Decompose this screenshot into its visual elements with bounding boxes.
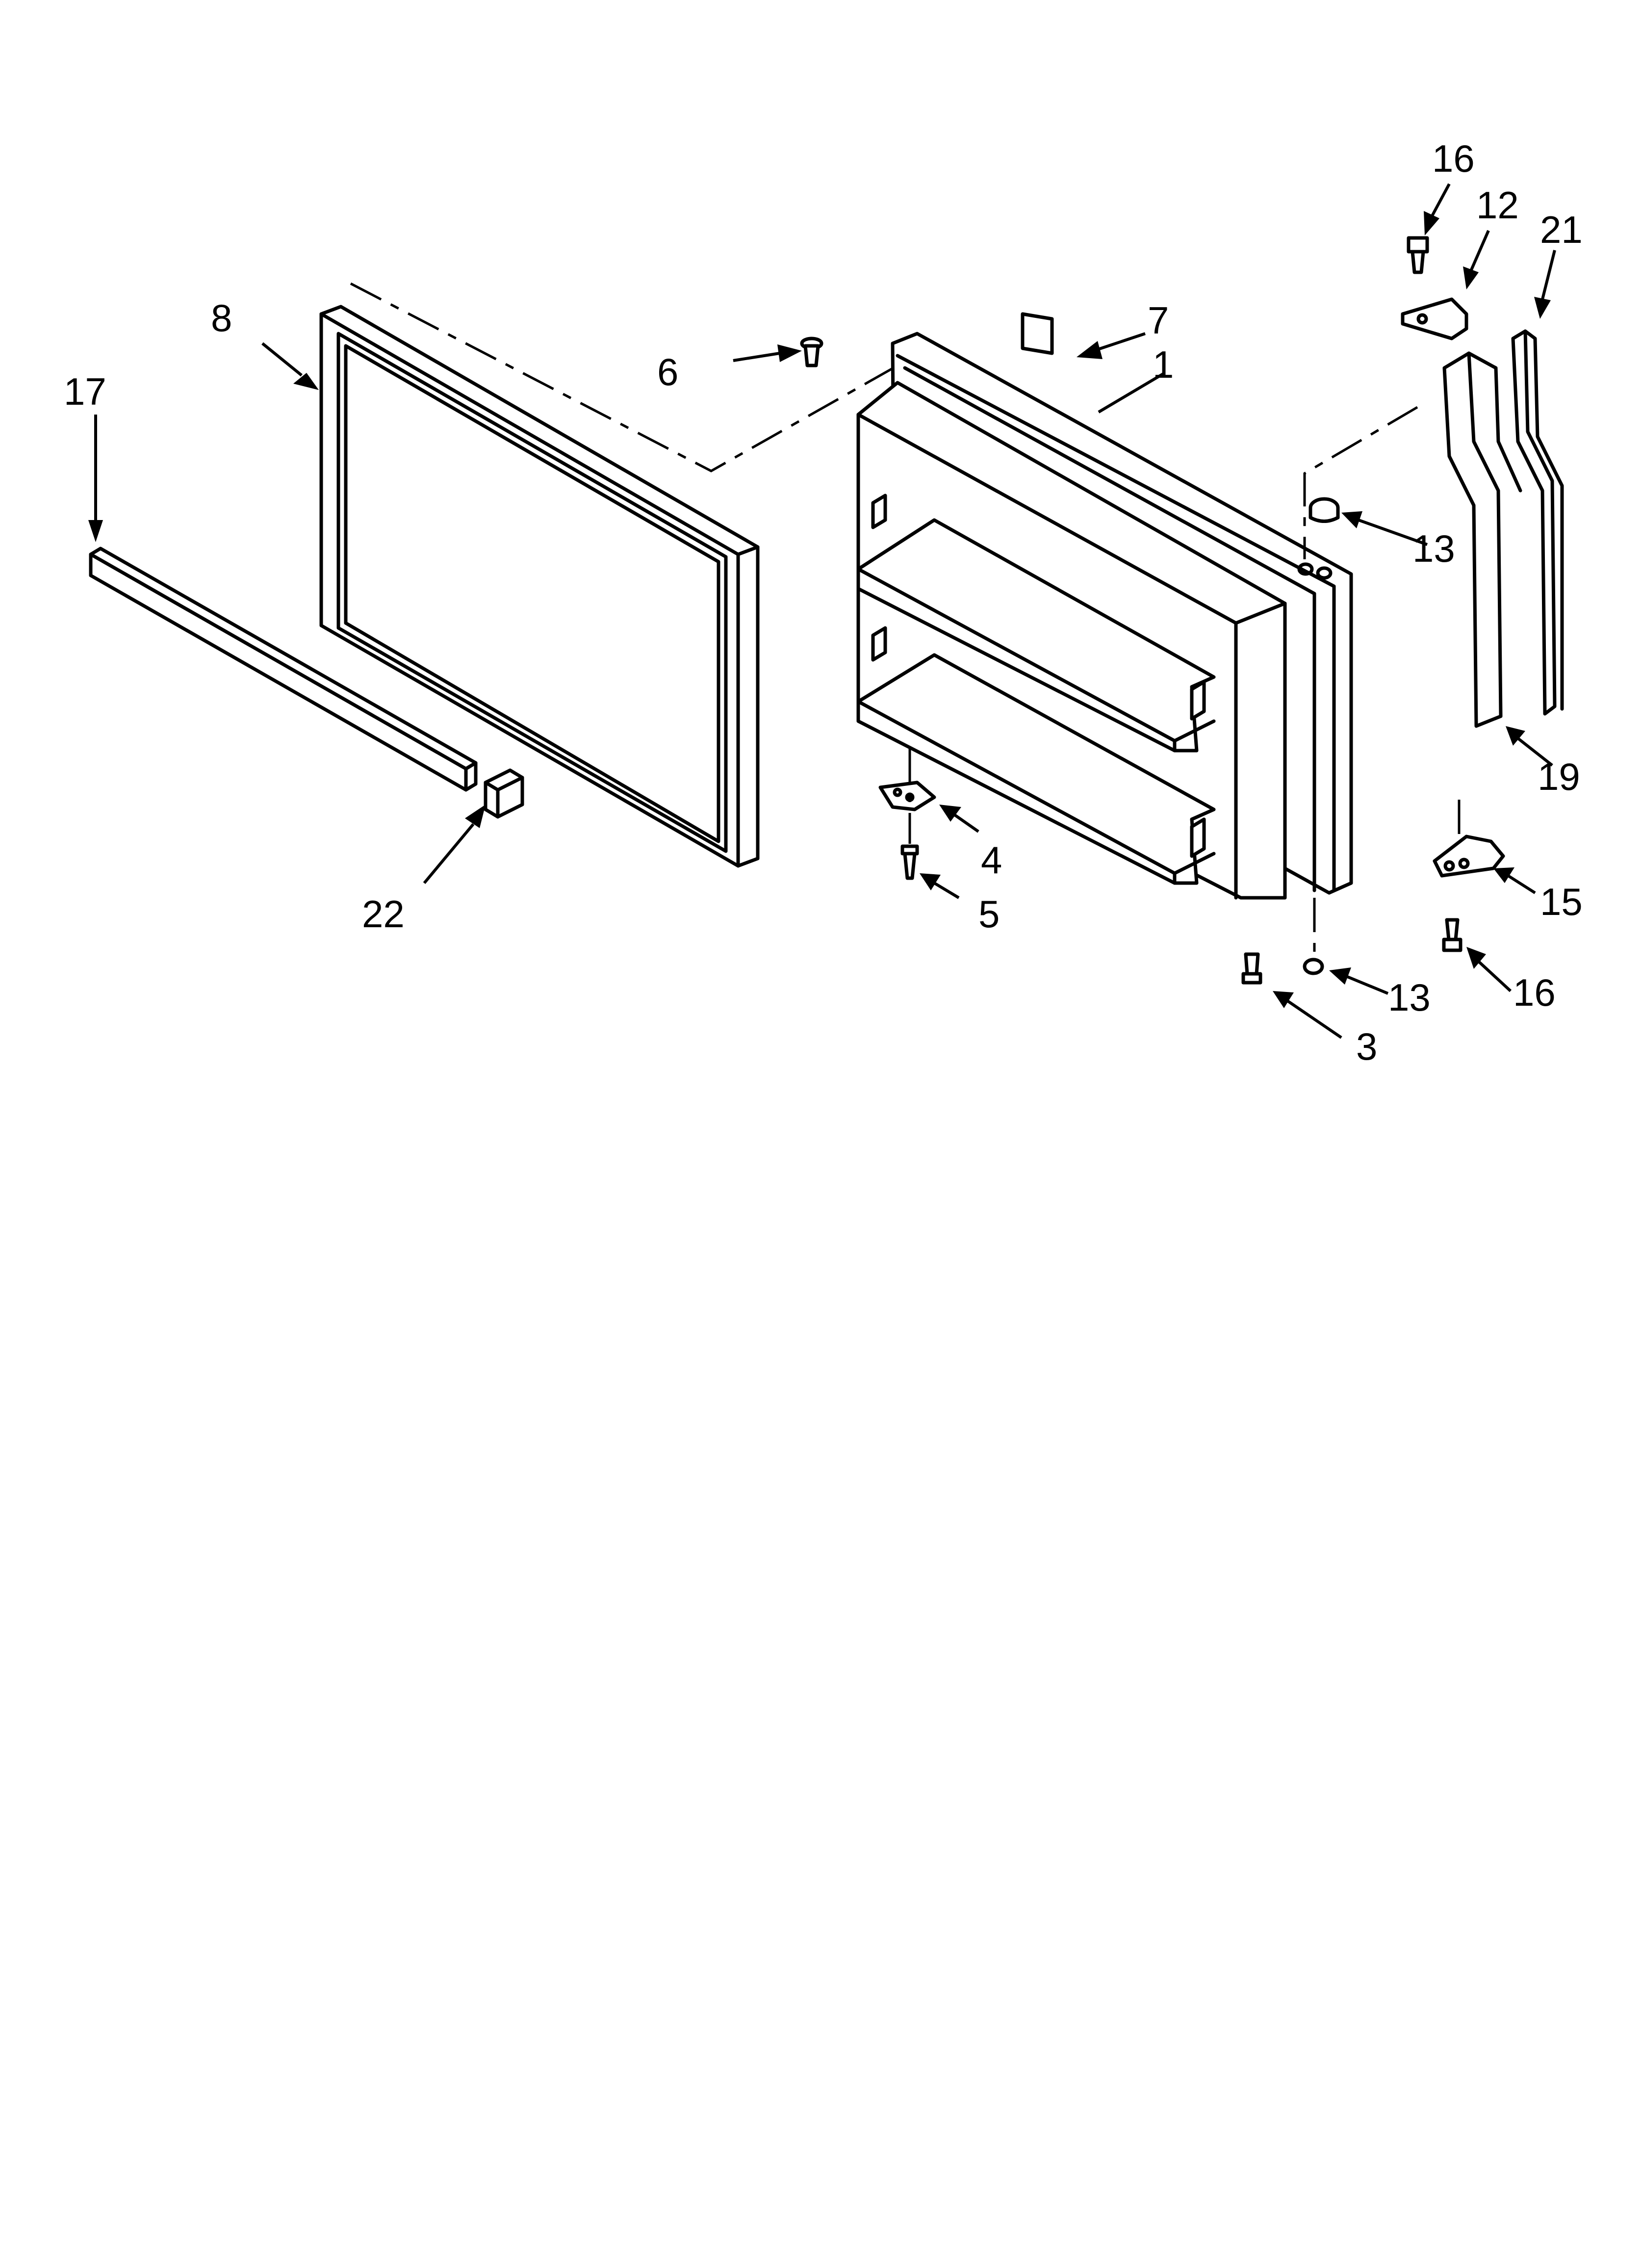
part-7-label [1021, 312, 1054, 355]
callout-3: 3 [1356, 1025, 1377, 1068]
leader-lines [88, 183, 1556, 1039]
part-16-top-screw [1407, 236, 1429, 274]
part-3-screw [1241, 952, 1262, 985]
callout-6: 6 [657, 350, 678, 393]
callout-15: 15 [1540, 880, 1583, 923]
part-15-lower-bracket [1433, 800, 1505, 878]
alignment-line-gasket [350, 282, 938, 472]
callout-8: 8 [211, 296, 232, 339]
callout-7: 7 [1148, 299, 1169, 342]
callout-21: 21 [1540, 208, 1583, 251]
callout-13-bottom: 13 [1388, 976, 1431, 1019]
part-6-plug [800, 337, 823, 367]
part-8-gasket [319, 305, 760, 868]
part-21-handle [1511, 329, 1564, 716]
part-16-bottom-screw [1442, 918, 1462, 952]
part-5-screw [900, 844, 919, 880]
alignment-line-top-hinge [1303, 406, 1418, 559]
callout-4: 4 [981, 838, 1002, 882]
callout-22: 22 [362, 892, 405, 936]
part-13-bottom-bushing [1303, 898, 1324, 975]
part-19-handle-trim [1442, 351, 1522, 728]
part-12-upper-hinge [1401, 297, 1468, 340]
part-22-end-cap [484, 768, 524, 819]
callout-19: 19 [1538, 755, 1580, 798]
callout-16-top: 16 [1432, 137, 1475, 180]
part-1-freezer-door [856, 332, 1353, 900]
part-17-trim-strip [89, 547, 478, 792]
callout-5: 5 [978, 892, 1000, 936]
callout-1: 1 [1153, 343, 1174, 386]
callout-labels: 17 8 22 6 7 1 4 5 16 12 21 13 19 15 13 1… [64, 137, 1583, 1068]
callout-13-top: 13 [1412, 527, 1455, 570]
callout-17: 17 [64, 370, 106, 413]
callout-12: 12 [1476, 183, 1519, 227]
callout-16-bottom: 16 [1513, 971, 1556, 1014]
part-13-top-cap [1308, 497, 1340, 523]
part-4-lower-hinge-bracket [878, 781, 936, 811]
